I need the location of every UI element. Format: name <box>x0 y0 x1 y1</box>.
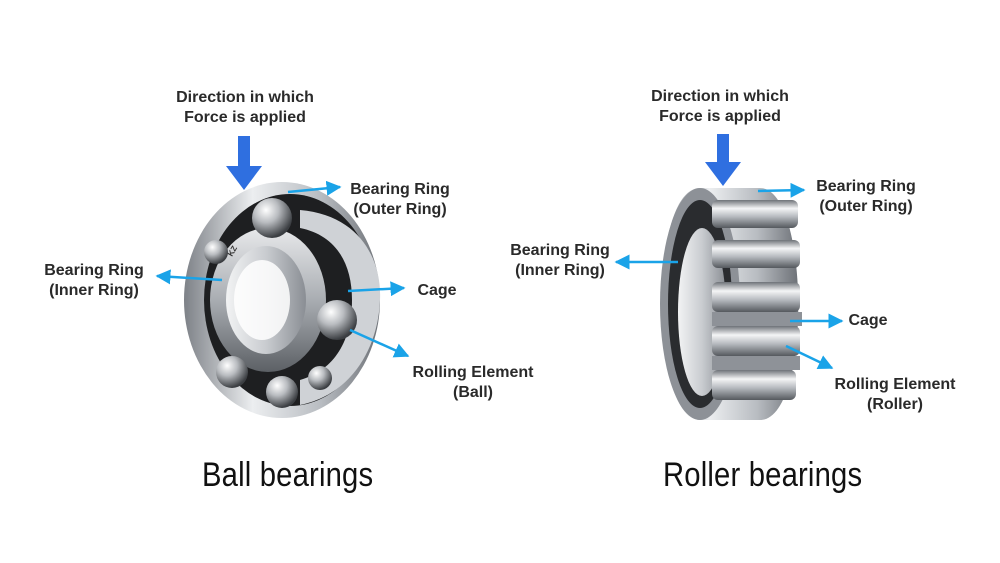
cage-section <box>300 210 381 405</box>
roller-rolling-element-line-2: (Roller) <box>867 396 923 413</box>
roller <box>712 282 800 312</box>
ball <box>252 198 292 238</box>
roller-force-line-1: Direction in which <box>651 88 789 105</box>
ball-force-line-1: Direction in which <box>176 89 314 106</box>
roller-outer-ring-line-1: Bearing Ring <box>816 178 916 195</box>
ball-outer-ring-line-1: Bearing Ring <box>350 181 450 198</box>
inner-ring-leader <box>155 269 223 285</box>
ball-force-line-2: Force is applied <box>184 109 306 126</box>
ball-inner-ring-line-2: (Inner Ring) <box>49 282 139 299</box>
ball <box>266 376 298 408</box>
roller-bearings-caption: Roller bearings <box>663 456 863 494</box>
ball <box>204 240 228 264</box>
cage <box>712 312 802 326</box>
ball <box>216 356 248 388</box>
roller-rolling-element-line-1: Rolling Element <box>834 376 956 393</box>
ball-bearings-caption: Ball bearings <box>202 456 374 494</box>
rolling-element-leader <box>349 328 410 358</box>
ball-outer-ring-label: Bearing Ring (Outer Ring) <box>340 180 460 220</box>
outer-ring-leader <box>287 180 342 196</box>
outer-ring-leader <box>757 182 806 198</box>
ball-rolling-element-label: Rolling Element (Ball) <box>400 363 546 403</box>
roller-outer-ring-label: Bearing Ring (Outer Ring) <box>806 177 926 217</box>
roller-inner-ring-line-1: Bearing Ring <box>510 242 610 259</box>
roller-cage-label: Cage <box>848 312 888 329</box>
roller <box>712 370 796 400</box>
force-arrow-ball <box>226 136 262 190</box>
roller-force-line-2: Force is applied <box>659 108 781 125</box>
roller-outer-ring-line-2: (Outer Ring) <box>819 198 913 215</box>
cage-leader <box>347 281 406 297</box>
ball-bearing-illustration: KZ <box>184 182 381 418</box>
ball <box>308 366 332 390</box>
ball-outer-ring-line-2: (Outer Ring) <box>353 201 447 218</box>
ball-inner-ring-line-1: Bearing Ring <box>44 262 144 279</box>
roller-rolling-element-label: Rolling Element (Roller) <box>822 375 968 415</box>
ball-rolling-element-line-1: Rolling Element <box>412 364 534 381</box>
ball <box>317 300 357 340</box>
ball-rolling-element-line-2: (Ball) <box>453 384 493 401</box>
roller-force-label: Direction in which Force is applied <box>634 87 806 127</box>
roller-inner-ring-line-2: (Inner Ring) <box>515 262 605 279</box>
ball-cage-label: Cage <box>417 282 457 299</box>
roller-inner-ring-label: Bearing Ring (Inner Ring) <box>502 241 618 281</box>
roller-bearing-illustration <box>660 188 802 420</box>
roller <box>712 326 800 356</box>
ball-inner-ring-label: Bearing Ring (Inner Ring) <box>36 261 152 301</box>
force-arrow-roller <box>705 134 741 186</box>
ball-force-label: Direction in which Force is applied <box>160 88 330 128</box>
rolling-element-leader <box>785 344 834 370</box>
